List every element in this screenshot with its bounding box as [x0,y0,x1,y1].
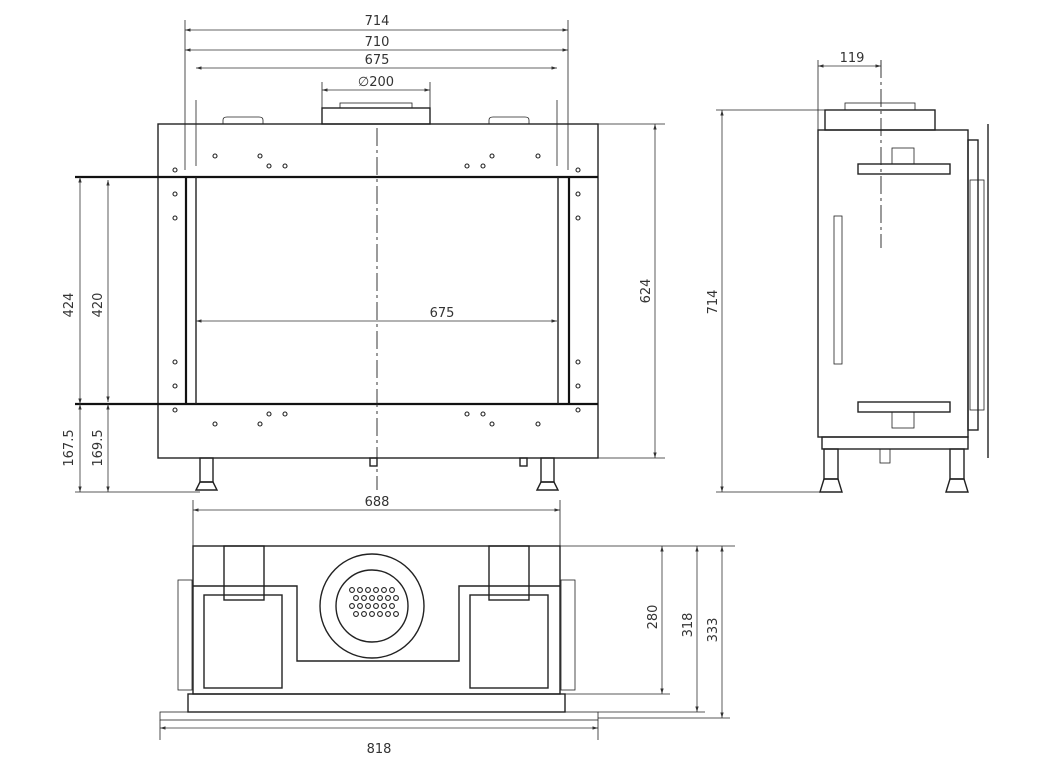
dim-flue-offset: 119 [840,51,865,66]
dim-818-width: 818 [367,742,392,757]
grate-hole [381,587,387,593]
grate-hole [385,611,391,617]
dim-side-height: 714 [706,290,721,315]
dim-318-depth: 318 [681,613,696,638]
grate-hole [361,595,367,601]
dim-167-5: 167.5 [62,429,77,466]
side-flue-collar [824,109,936,131]
grate-hole [349,603,355,609]
grate-hole [365,587,371,593]
grate-hole [377,595,383,601]
dim-710-width: 710 [365,35,390,50]
dim-glass-width: 675 [430,306,455,321]
side-view: 119 714 [706,51,989,493]
top-bracket-right [488,116,530,124]
grate-hole [361,611,367,617]
top-bracket-left [222,116,264,124]
bottom-plate [159,711,599,721]
dim-total-height: 624 [639,279,654,304]
adjustable-legs [194,457,560,491]
grate-hole [357,603,363,609]
grate-hole [373,603,379,609]
grate-hole [389,587,395,593]
grate-hole [369,611,375,617]
grate-hole [377,611,383,617]
grate-hole [353,611,359,617]
grate-hole [373,587,379,593]
dim-280-depth: 280 [646,605,661,630]
side-body [817,129,969,438]
grate-hole [381,603,387,609]
dim-675-top: 675 [365,53,390,68]
bottom-view: 688 818 280 318 333 [159,495,735,757]
dim-424-height: 424 [62,293,77,318]
dim-flue-diameter: ∅200 [358,75,394,90]
screw-holes [172,153,581,427]
grate-hole [349,587,355,593]
grate-hole [393,595,399,601]
front-frame [157,123,599,459]
grate-hole [393,611,399,617]
grate-hole [389,603,395,609]
dim-420-height: 420 [91,293,106,318]
grate-hole [357,587,363,593]
bottom-body [192,545,561,695]
dim-688-width: 688 [365,495,390,510]
dim-714-width: 714 [365,14,390,29]
front-view: 714 710 675 ∅200 675 624 424 420 167.5 1… [62,14,665,493]
flue-outlet [319,553,425,659]
flue-collar [321,107,431,125]
dim-169-5: 169.5 [91,429,106,466]
grate-hole [365,603,371,609]
grate-hole [369,595,375,601]
dim-333-depth: 333 [706,618,721,643]
grate-hole [353,595,359,601]
grate-hole [385,595,391,601]
